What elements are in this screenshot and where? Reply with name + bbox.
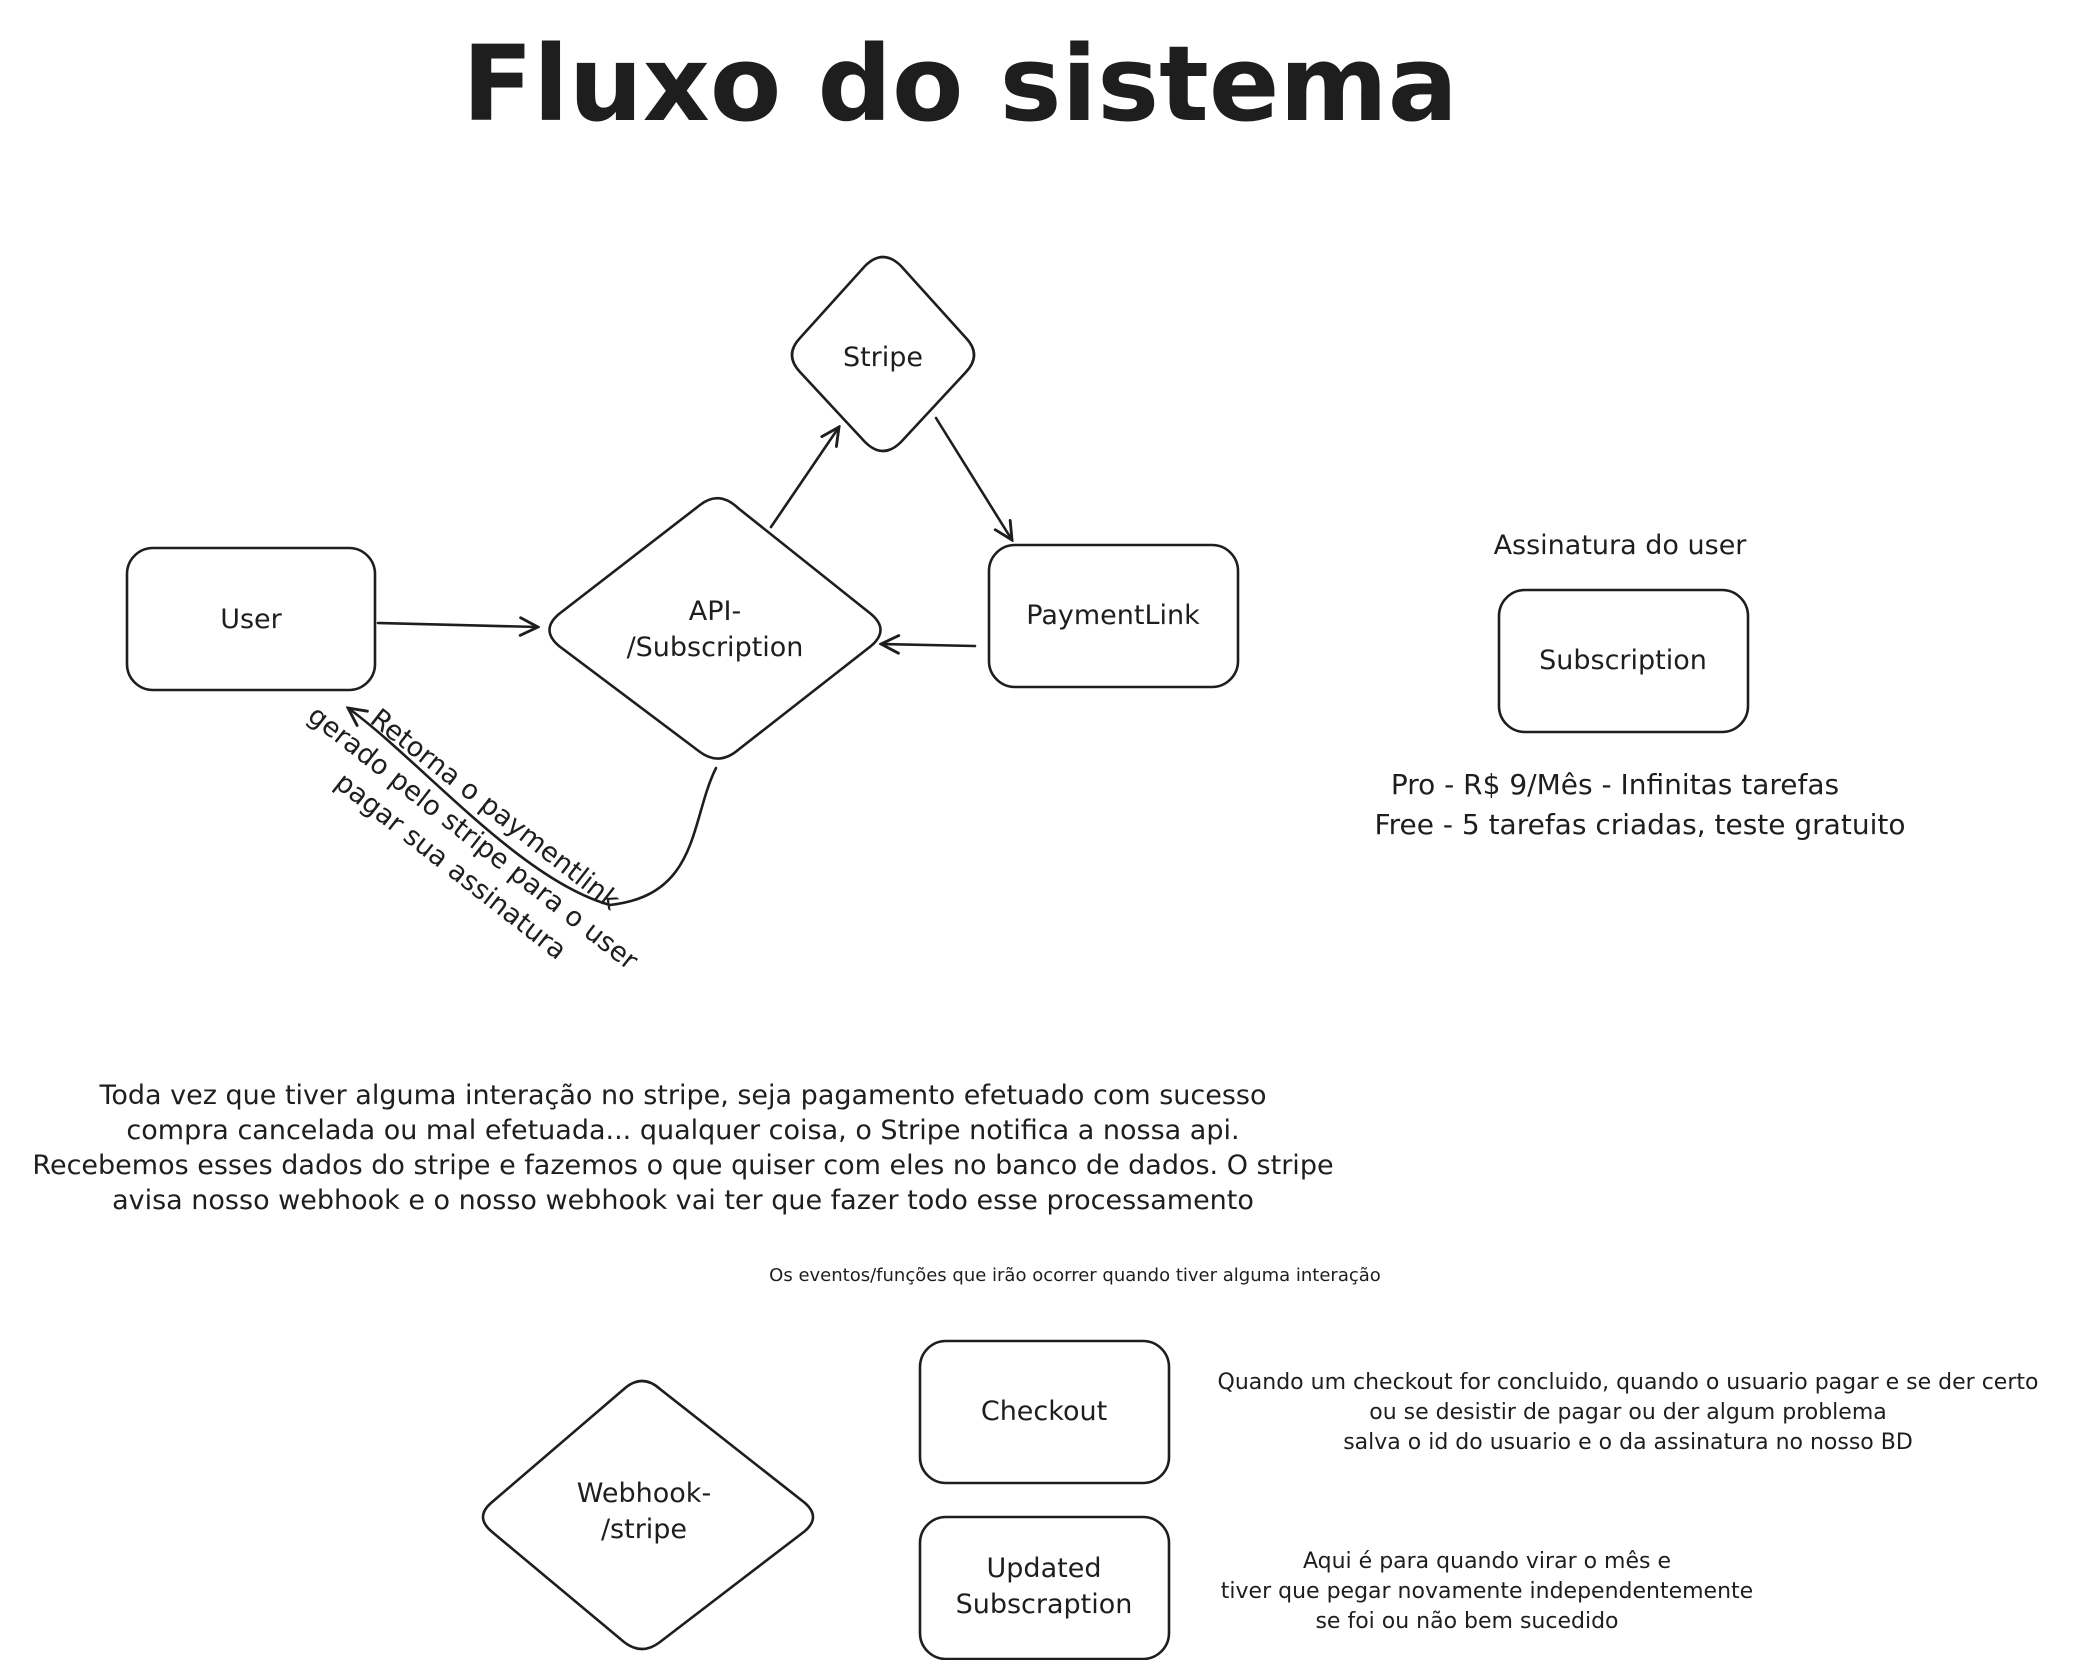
- api-subscription-node[interactable]: API- /Subscription: [548, 496, 882, 760]
- checkout-note-line1: Quando um checkout for concluido, quando…: [1218, 1370, 2039, 1395]
- subscription-node-label: Subscription: [1539, 645, 1707, 676]
- stripe-node[interactable]: Stripe: [790, 255, 976, 453]
- stripe-node-label: Stripe: [843, 342, 923, 373]
- checkout-note-line2: ou se desistir de pagar ou der algum pro…: [1369, 1400, 1887, 1425]
- updated-note-line3: se foi ou não bem sucedido: [1315, 1609, 1618, 1634]
- checkout-node-label: Checkout: [981, 1396, 1107, 1427]
- explanation-line3: Recebemos esses dados do stripe e fazemo…: [32, 1150, 1333, 1181]
- updated-note-line2: tiver que pegar novamente independenteme…: [1221, 1579, 1753, 1604]
- updated-subscription-node[interactable]: Updated Subscraption: [918, 1515, 1171, 1660]
- updated-note-line1: Aqui é para quando virar o mês e: [1303, 1549, 1671, 1574]
- explanation-line1: Toda vez que tiver alguma interação no s…: [98, 1080, 1266, 1111]
- payment-link-node-label: PaymentLink: [1026, 600, 1200, 631]
- edge-api-return-to-user: [348, 708, 718, 907]
- plan-pro: Pro - R$ 9/Mês - Infinitas tarefas: [1391, 768, 1839, 801]
- subscription-heading: Assinatura do user: [1494, 530, 1748, 561]
- edge-user-to-api: [376, 623, 538, 627]
- user-node-label: User: [220, 604, 282, 635]
- checkout-node[interactable]: Checkout: [918, 1339, 1171, 1485]
- webhook-node-label-line1: Webhook-: [577, 1478, 711, 1509]
- events-caption: Os eventos/funções que irão ocorrer quan…: [769, 1265, 1381, 1286]
- updated-node-label-line1: Updated: [987, 1553, 1102, 1584]
- api-node-label-line2: /Subscription: [627, 632, 804, 663]
- edge-api-to-stripe: [769, 427, 839, 529]
- diagram-title: Fluxo do sistema: [462, 23, 1458, 145]
- webhook-stripe-node[interactable]: Webhook- /stripe: [481, 1379, 815, 1651]
- explanation-line4: avisa nosso webhook e o nosso webhook va…: [112, 1185, 1254, 1216]
- edge-stripe-to-paymentlink: [934, 416, 1012, 540]
- webhook-node-label-line2: /stripe: [601, 1514, 687, 1545]
- updated-subscription-note: Aqui é para quando virar o mês e tiver q…: [1221, 1549, 1753, 1634]
- checkout-note: Quando um checkout for concluido, quando…: [1218, 1370, 2039, 1455]
- subscription-node[interactable]: Subscription: [1497, 588, 1750, 734]
- payment-link-node[interactable]: PaymentLink: [987, 543, 1240, 689]
- explanation-paragraph: Toda vez que tiver alguma interação no s…: [32, 1080, 1333, 1216]
- api-node-label-line1: API-: [689, 596, 741, 627]
- user-node[interactable]: User: [125, 546, 377, 692]
- explanation-line2: compra cancelada ou mal efetuada... qual…: [126, 1115, 1239, 1146]
- updated-node-label-line2: Subscraption: [956, 1589, 1133, 1620]
- return-paymentlink-note: Retorna o paymentlink gerado pelo stripe…: [302, 700, 644, 977]
- return-note-line2: gerado pelo stripe para o user: [302, 700, 644, 977]
- checkout-note-line3: salva o id do usuario e o da assinatura …: [1343, 1430, 1913, 1455]
- plan-free: Free - 5 tarefas criadas, teste gratuito: [1375, 808, 1906, 841]
- edge-paymentlink-to-api: [881, 644, 977, 646]
